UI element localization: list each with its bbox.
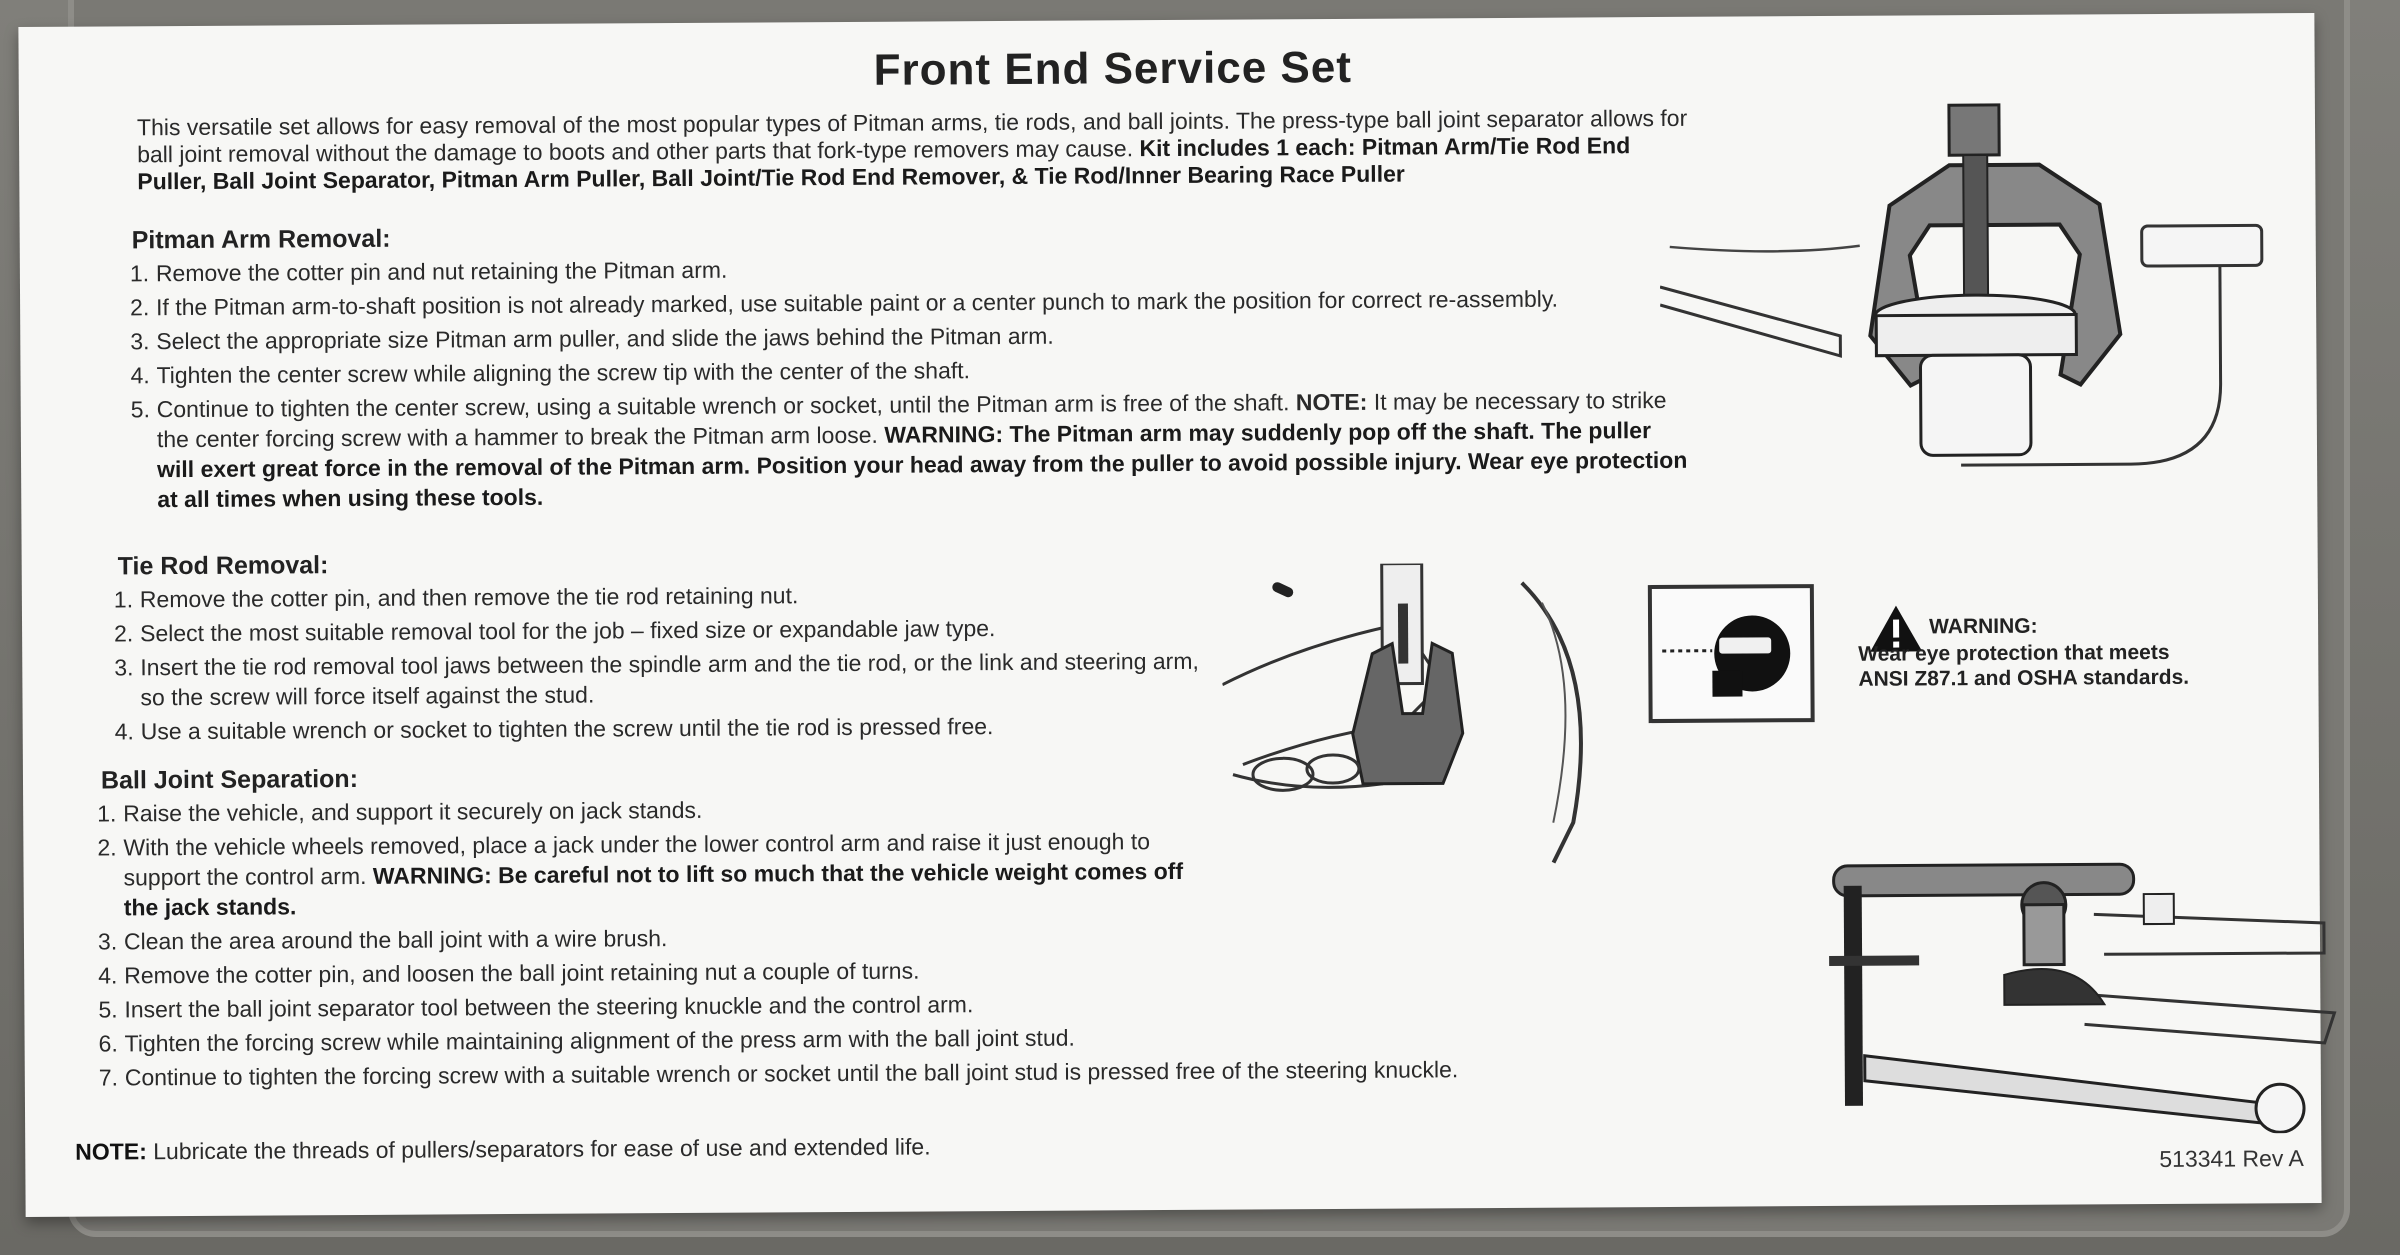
pitman-step-1: 1.Remove the cotter pin and nut retainin… [130,249,1690,289]
step-text: Insert the ball joint separator tool bet… [124,991,974,1023]
warning-line-2: ANSI Z87.1 and OSHA standards. [1858,665,2190,691]
balljoint-step-5: 5.Insert the ball joint separator tool b… [98,984,1798,1024]
step-number: 4. [114,718,134,745]
step-number: 5. [98,996,118,1023]
tierod-step-3: 3.Insert the tie rod removal tool jaws b… [114,646,1204,713]
note-label: NOTE: [75,1138,147,1165]
lubrication-note: NOTE: Lubricate the threads of pullers/s… [75,1133,930,1165]
step-number: 2. [97,834,117,861]
step-text: If the Pitman arm-to-shaft position is n… [156,285,1559,321]
step-text: Select the most suitable removal tool fo… [140,615,996,647]
step-number: 2. [114,620,134,647]
safety-goggles-helmet-icon [1662,615,1791,697]
step-text: Remove the cotter pin, and then remove t… [139,582,799,613]
step-number: 4. [130,362,150,389]
step-number: 7. [98,1064,119,1091]
step-text: Continue to tighten the forcing screw wi… [124,1056,1459,1091]
step-number: 3. [114,654,134,681]
warning-triangle-icon [1870,605,1923,652]
tierod-puller-illustration [1221,562,1583,864]
step-number: 1. [113,586,134,613]
step-text: Raise the vehicle, and support it secure… [123,796,703,827]
step-text: Insert the tie rod removal tool jaws bet… [140,647,1199,711]
step-number: 1. [97,800,117,827]
step-number: 3. [130,328,150,355]
intro-paragraph: This versatile set allows for easy remov… [137,105,1697,196]
pitman-step-2: 2.If the Pitman arm-to-shaft position is… [130,283,1690,323]
tierod-step-2: 2.Select the most suitable removal tool … [114,612,1204,649]
balljoint-heading: Ball Joint Separation: [100,764,359,795]
step-text: Remove the cotter pin and nut retaining … [155,256,728,287]
step-number: 2. [130,294,150,321]
balljoint-step-6: 6.Tighten the forcing screw while mainta… [99,1018,1799,1058]
step-number: 5. [130,396,150,423]
step-number: 1. [129,260,150,287]
pitman-step-3: 3.Select the appropriate size Pitman arm… [130,317,1690,357]
step-text: Tighten the center screw while aligning … [156,357,971,389]
step-number: 3. [97,928,118,955]
tierod-heading: Tie Rod Removal: [117,551,329,581]
pitman-step-5: 5.Continue to tighten the center screw, … [131,385,1692,515]
note-label: NOTE: [1295,388,1368,416]
balljoint-step-1: 1.Raise the vehicle, and support it secu… [97,792,1203,829]
tierod-step-4: 4.Use a suitable wrench or socket to tig… [115,710,1205,747]
pitman-steps: 1.Remove the cotter pin and nut retainin… [130,249,1692,519]
tierod-step-1: 1.Remove the cotter pin, and then remove… [114,578,1204,615]
balljoint-separator-illustration [1829,862,2337,1134]
page-title: Front End Service Set [873,42,1353,95]
balljoint-step-3: 3.Clean the area around the ball joint w… [98,916,1798,956]
step-text: Select the appropriate size Pitman arm p… [156,322,1054,355]
step-number: 4. [98,962,118,989]
balljoint-step-4: 4.Remove the cotter pin, and loosen the … [98,950,1798,990]
warning-body: Wear eye protection that meets ANSI Z87.… [1858,639,2318,692]
pitman-step-4: 4.Tighten the center screw while alignin… [130,351,1690,391]
warning-line-1: Wear eye protection that meets [1858,640,2170,666]
instruction-sheet: Front End Service Set This versatile set… [18,12,2337,1218]
balljoint-step-2: 2.With the vehicle wheels removed, place… [97,826,1204,923]
step-text: Tighten the forcing screw while maintain… [124,1024,1075,1057]
pitman-heading: Pitman Arm Removal: [131,224,391,255]
step-text: Continue to tighten the center screw, us… [156,389,1290,423]
balljoint-step-7: 7.Continue to tighten the forcing screw … [99,1052,1799,1092]
step-text: Use a suitable wrench or socket to tight… [140,713,994,745]
pitman-puller-illustration [1659,103,2264,467]
warning-title: WARNING: [1929,614,2038,639]
step-number: 6. [98,1030,118,1057]
step-text: Clean the area around the ball joint wit… [123,925,668,955]
step-text: Remove the cotter pin, and loosen the ba… [124,957,920,989]
revision-label: 513341 Rev A [2159,1145,2304,1172]
eye-protection-icon-box [1647,584,1815,724]
note-text: Lubricate the threads of pullers/separat… [153,1133,931,1165]
tierod-steps: 1.Remove the cotter pin, and then remove… [114,578,1205,751]
